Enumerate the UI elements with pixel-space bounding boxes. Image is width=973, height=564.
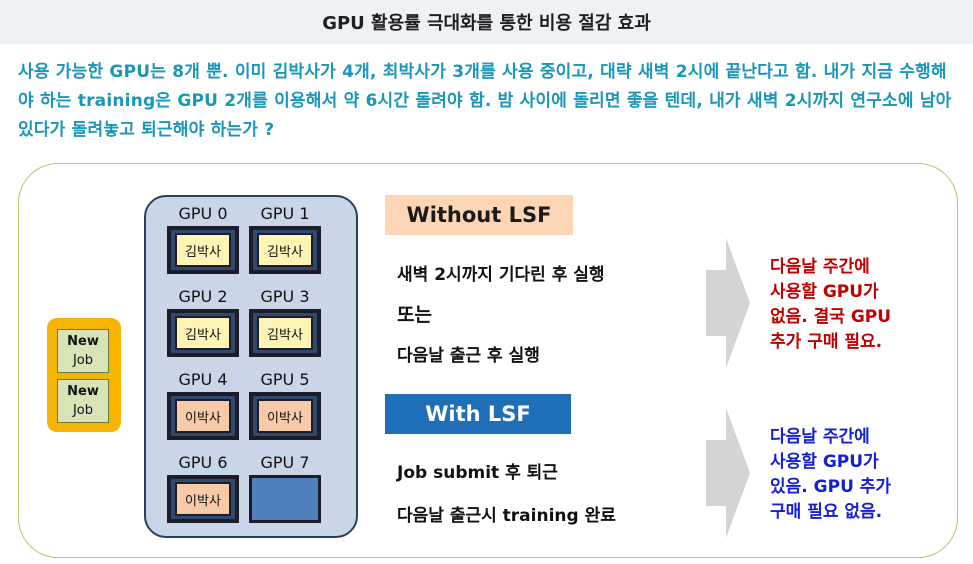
gpu-slot: 김박사 xyxy=(167,226,239,274)
with-result-line: 사용할 GPU가 xyxy=(770,452,879,472)
gpu-label: GPU 1 xyxy=(260,204,310,223)
gpu-user-label: 김박사 xyxy=(175,316,231,350)
gpu-label: GPU 5 xyxy=(260,370,310,389)
without-step-or: 또는 xyxy=(397,304,432,326)
without-lsf-tag: Without LSF xyxy=(385,195,573,235)
without-step: 새벽 2시까지 기다린 후 실행 xyxy=(397,265,605,285)
gpu-label: GPU 6 xyxy=(178,453,228,472)
without-result-line: 없음. 결국 GPU xyxy=(770,307,892,327)
without-result-line: 추가 구매 필요. xyxy=(770,332,883,352)
gpu-user-label: 이박사 xyxy=(257,399,313,433)
gpu-user-label: 김박사 xyxy=(175,233,231,267)
job-card-subtitle: Job xyxy=(72,353,94,368)
job-queue: New Job New Job xyxy=(47,318,121,432)
gpu-slot-free xyxy=(249,475,321,523)
gpu-slot: 김박사 xyxy=(249,226,321,274)
with-result-line: 다음날 주간에 xyxy=(770,427,870,447)
gpu-user-label: 김박사 xyxy=(257,233,313,267)
gpu-user-label: 김박사 xyxy=(257,316,313,350)
with-result-line: 구매 필요 없음. xyxy=(770,502,883,522)
gpu-slot: 이박사 xyxy=(249,392,321,440)
without-result-line: 사용할 GPU가 xyxy=(770,282,879,302)
gpu-cluster: GPU 0 GPU 1 김박사 김박사 GPU 2 GPU 3 김박사 김박사 … xyxy=(144,195,358,538)
gpu-user-label: 이박사 xyxy=(175,399,231,433)
job-card-title: New xyxy=(67,334,99,349)
gpu-slot: 이박사 xyxy=(167,392,239,440)
gpu-label: GPU 3 xyxy=(260,287,310,306)
gpu-slot: 김박사 xyxy=(167,309,239,357)
gpu-label: GPU 7 xyxy=(260,453,310,472)
without-step: 다음날 출근 후 실행 xyxy=(397,346,540,366)
with-step: Job submit 후 퇴근 xyxy=(397,463,558,483)
gpu-slot: 김박사 xyxy=(249,309,321,357)
with-lsf-tag: With LSF xyxy=(385,394,571,434)
new-job-card: New Job xyxy=(57,379,109,423)
with-step: 다음날 출근시 training 완료 xyxy=(397,506,616,526)
new-job-card: New Job xyxy=(57,329,109,373)
gpu-label: GPU 4 xyxy=(178,370,228,389)
job-card-subtitle: Job xyxy=(72,403,94,418)
without-result: 다음날 주간에 사용할 GPU가 없음. 결국 GPU 추가 구매 필요. xyxy=(770,255,940,355)
arrow-right-icon xyxy=(706,238,750,368)
gpu-label: GPU 2 xyxy=(178,287,228,306)
arrow-right-icon xyxy=(706,408,750,538)
scenario-question: 사용 가능한 GPU는 8개 뿐. 이미 김박사가 4개, 최박사가 3개를 사… xyxy=(18,62,952,140)
gpu-label: GPU 0 xyxy=(178,204,228,223)
slide-title: GPU 활용률 극대화를 통한 비용 절감 효과 xyxy=(0,0,973,44)
without-result-line: 다음날 주간에 xyxy=(770,257,870,277)
gpu-slot: 이박사 xyxy=(167,475,239,523)
gpu-user-label: 이박사 xyxy=(175,482,231,516)
with-result-line: 있음. GPU 추가 xyxy=(770,477,892,497)
job-card-title: New xyxy=(67,384,99,399)
with-result: 다음날 주간에 사용할 GPU가 있음. GPU 추가 구매 필요 없음. xyxy=(770,425,940,525)
